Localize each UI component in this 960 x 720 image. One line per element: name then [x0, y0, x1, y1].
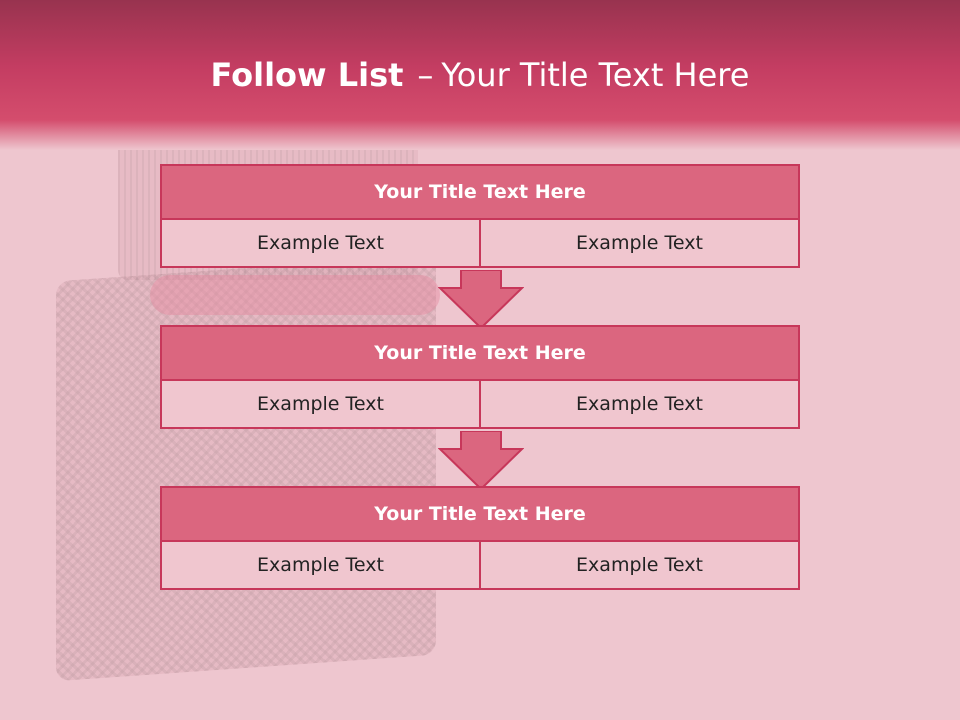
block-cell-right: Example Text [479, 218, 800, 268]
block-heading: Your Title Text Here [160, 486, 800, 542]
title-rest: Your Title Text Here [441, 56, 750, 94]
down-arrow-icon [438, 270, 524, 330]
gift-box-image [56, 254, 436, 682]
block-heading: Your Title Text Here [160, 164, 800, 220]
slide-title: Follow List–Your Title Text Here [0, 56, 960, 94]
block-row: Example Text Example Text [160, 218, 800, 268]
block-row: Example Text Example Text [160, 379, 800, 429]
block-cell-right: Example Text [479, 379, 800, 429]
down-arrow-icon [438, 431, 524, 491]
block-row: Example Text Example Text [160, 540, 800, 590]
block-heading: Your Title Text Here [160, 325, 800, 381]
gift-ribbon [150, 275, 440, 315]
block-cell-right: Example Text [479, 540, 800, 590]
title-bold-part: Follow List [210, 56, 404, 94]
block-cell-left: Example Text [160, 218, 481, 268]
title-bar [0, 0, 960, 150]
title-dash: – [417, 56, 434, 94]
block-cell-left: Example Text [160, 379, 481, 429]
block-cell-left: Example Text [160, 540, 481, 590]
follow-block-1: Your Title Text Here Example Text Exampl… [160, 164, 800, 268]
follow-block-3: Your Title Text Here Example Text Exampl… [160, 486, 800, 590]
follow-block-2: Your Title Text Here Example Text Exampl… [160, 325, 800, 429]
